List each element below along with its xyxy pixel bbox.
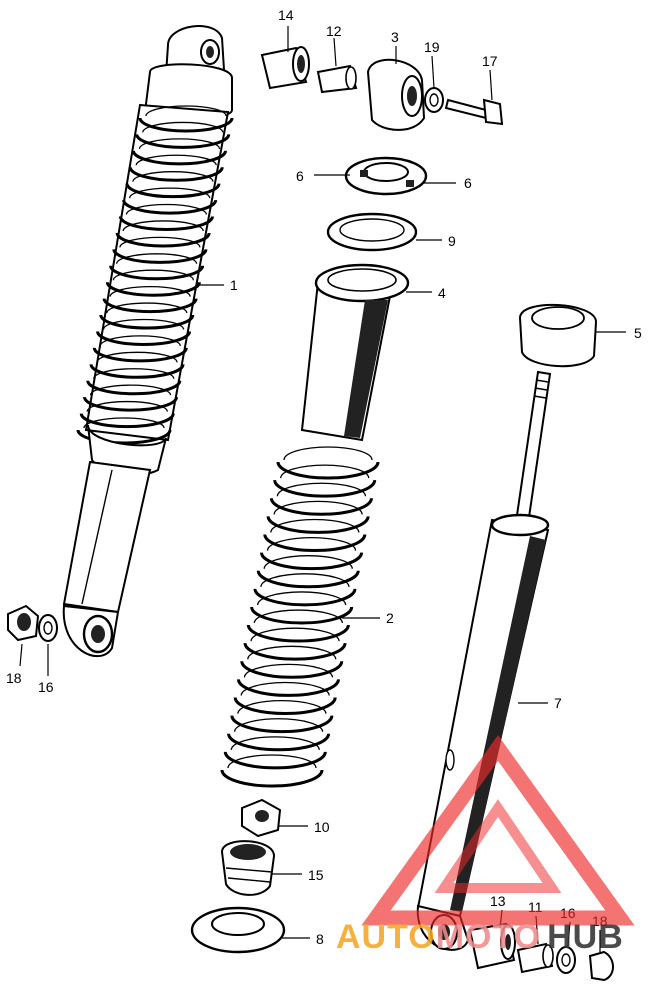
bolt-17 xyxy=(444,98,504,126)
assembled-shock-absorber xyxy=(62,25,234,658)
washer-19 xyxy=(424,87,444,113)
callout-7: 7 xyxy=(554,695,562,711)
callout-6-left: 6 xyxy=(296,168,304,184)
callout-4: 4 xyxy=(438,285,446,301)
callout-19: 19 xyxy=(424,39,440,55)
callout-13: 13 xyxy=(490,893,506,909)
nut-10 xyxy=(241,798,282,838)
callout-17: 17 xyxy=(482,53,498,69)
bush-13 xyxy=(468,922,516,970)
washer-8 xyxy=(190,906,286,954)
callout-14: 14 xyxy=(278,7,294,23)
washer-16-left xyxy=(38,614,58,642)
callout-16-left: 16 xyxy=(38,679,54,695)
callout-10: 10 xyxy=(314,819,330,835)
ring-9 xyxy=(326,212,418,252)
upper-joint-3 xyxy=(366,58,426,131)
watermark-text-moto: MOTO xyxy=(436,918,541,956)
cap-nut-18-right xyxy=(588,950,614,982)
callout-5: 5 xyxy=(634,325,642,341)
watermark-triangle-icon xyxy=(361,735,635,926)
spring-2 xyxy=(220,446,380,788)
callout-2: 2 xyxy=(386,610,394,626)
watermark-text-hub: HUB xyxy=(547,918,624,956)
spring-seat-stopper-6 xyxy=(344,156,428,196)
washer-16-right xyxy=(556,946,576,974)
callout-15: 15 xyxy=(308,867,324,883)
callout-12: 12 xyxy=(326,23,342,39)
watermark-text-auto: AUTO xyxy=(336,918,436,956)
rubber-bush-15 xyxy=(220,840,276,896)
callout-6-right: 6 xyxy=(464,175,472,191)
callout-3: 3 xyxy=(391,29,399,45)
spring-stopper-5 xyxy=(518,303,598,368)
callout-1: 1 xyxy=(230,277,238,293)
spring-upper-cover-4 xyxy=(300,263,410,442)
collar-11 xyxy=(516,942,554,974)
callout-9: 9 xyxy=(448,233,456,249)
callout-18-left: 18 xyxy=(6,670,22,686)
bush-14 xyxy=(260,46,310,90)
watermark-inner-triangle-icon xyxy=(434,799,562,893)
callout-8: 8 xyxy=(316,931,324,947)
collar-12 xyxy=(316,64,358,94)
nut-18-left xyxy=(7,604,40,642)
callout-labels: 14 12 3 19 17 6 6 9 4 5 1 2 7 18 16 10 1… xyxy=(6,7,642,947)
